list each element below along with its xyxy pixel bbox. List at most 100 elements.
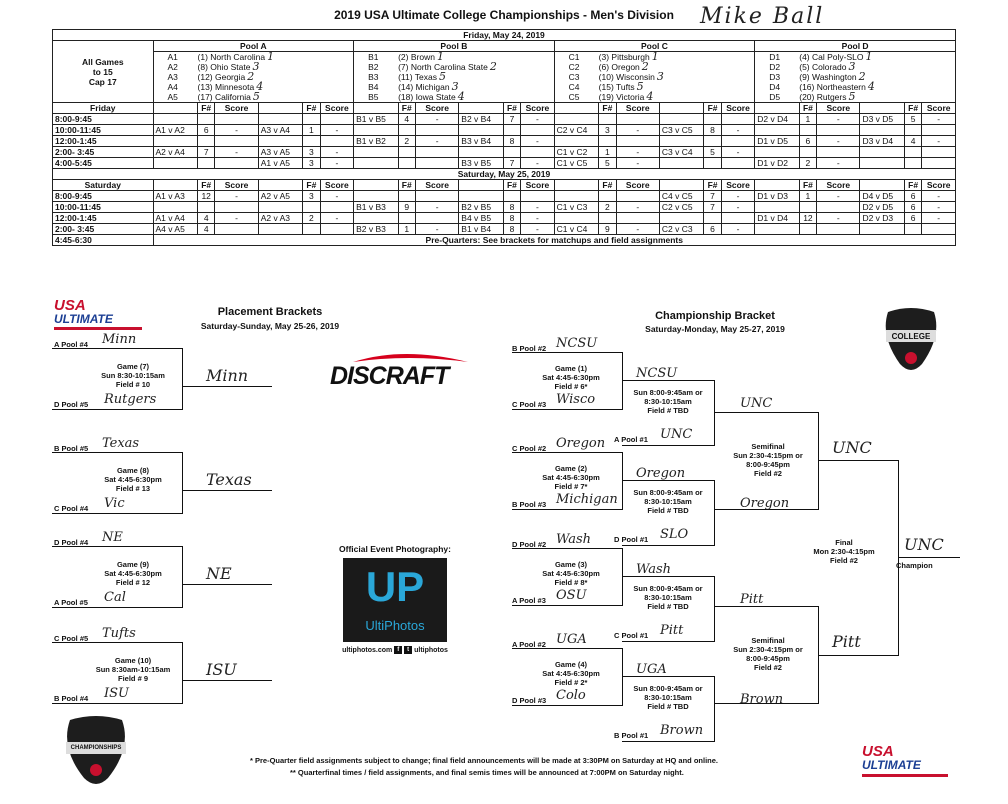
field-cell (502, 124, 522, 136)
pool-seed: D1 (769, 52, 781, 62)
score-header: Score (520, 179, 555, 191)
pool-seed: B4 (368, 82, 379, 92)
discraft-logo: DISCRAFT (328, 348, 478, 390)
prequarter-top-seed-label: D Pool #2 (512, 540, 547, 549)
matchup-cell: D1 v D4 (754, 212, 800, 224)
handwritten-name: Mike Ball (700, 4, 825, 29)
pool-place-handwritten: 5 (439, 70, 446, 83)
field-cell: 7 (502, 113, 522, 125)
field-header: F# (598, 179, 617, 191)
score-cell (816, 146, 861, 158)
score-cell: - (921, 113, 956, 125)
pool-team-name: (13) Minnesota (197, 82, 255, 92)
score-cell (720, 157, 756, 169)
score-cell (415, 190, 460, 202)
matchup-cell: C1 v C4 (553, 223, 600, 235)
ultiphotos-logo: UP UltiPhotos (343, 558, 447, 642)
game-info-line: Field # 6* (554, 382, 588, 391)
field-cell: 5 (703, 146, 722, 158)
score-cell: - (520, 223, 555, 235)
score-cell: - (415, 135, 460, 147)
game-info-line: Game (4) (554, 660, 588, 669)
score-header: Score (415, 179, 460, 191)
score-header: Score (615, 179, 660, 191)
pool-team-name: (9) Washington (799, 72, 857, 82)
score-header: Score (921, 179, 956, 191)
game-info-line: Sat 4:45-6:30pm (104, 569, 162, 578)
score-cell: - (415, 223, 460, 235)
placement-winner: Texas (206, 470, 252, 489)
field-cell: 1 (798, 113, 818, 125)
saturday-date-header: Saturday, May 25, 2019 (52, 168, 956, 180)
score-cell: - (214, 212, 259, 224)
matchup-cell: D3 v D4 (859, 135, 905, 147)
semifinal-winner: Pitt (832, 632, 861, 651)
score-cell: - (615, 223, 660, 235)
field-cell: 6 (903, 212, 923, 224)
matchup-cell: B3 v B4 (458, 135, 504, 147)
pool-place-handwritten: 2 (641, 60, 649, 73)
matchup-cell (754, 146, 800, 158)
semifinal-box (714, 412, 819, 510)
prequarter-box (512, 452, 623, 510)
blank-header (257, 179, 304, 191)
score-cell (214, 157, 259, 169)
game-info-line: Sun 2:30-4:15pm or (733, 451, 803, 460)
matchup-cell (458, 146, 504, 158)
pool-team-name: (3) Pittsburgh (598, 52, 650, 62)
quarterfinal-winner: Pitt (740, 592, 764, 607)
field-cell (397, 124, 417, 136)
all-games-line: Cap 17 (88, 76, 117, 87)
score-cell: - (615, 146, 660, 158)
pool-team-name: (18) Iowa State (398, 92, 456, 102)
ultiphotos-text: UltiPhotos (365, 618, 425, 633)
field-header: F# (302, 102, 321, 114)
field-cell: 4 (196, 223, 216, 235)
matchup-cell: A1 v A4 (152, 212, 198, 224)
usa-text: USA (862, 743, 894, 760)
matchup-cell (353, 190, 399, 202)
game-info-line: Field # TBD (647, 602, 689, 611)
game-info-line: Mon 2:30-4:15pm (813, 547, 875, 556)
field-cell: 3 (302, 190, 321, 202)
matchup-cell (859, 146, 905, 158)
matchup-cell: A3 v A5 (257, 146, 304, 158)
college-champs-logo-bottom: CHAMPIONSHIPS (58, 714, 134, 790)
game-info-line: Sat 4:45-6:30pm (542, 669, 600, 678)
placement-title: Placement Brackets (217, 306, 323, 318)
matchup-cell (658, 113, 705, 125)
score-cell (214, 135, 259, 147)
placement-bottom-seed-label: D Pool #5 (54, 400, 89, 409)
quarterfinal-seed-team: Pitt (660, 623, 684, 638)
pool-place-handwritten: 4 (867, 80, 875, 93)
matchup-cell: A2 v A4 (152, 146, 198, 158)
score-cell (415, 157, 460, 169)
game-info-line: Game (1) (554, 364, 588, 373)
prequarter-bottom-seed-label: C Pool #3 (512, 400, 547, 409)
game-info-line: Field # 10 (115, 380, 151, 389)
field-cell: 7 (196, 146, 216, 158)
matchup-cell (754, 124, 800, 136)
field-header: F# (903, 179, 923, 191)
score-cell: - (520, 135, 555, 147)
score-cell (415, 124, 460, 136)
prequarter-winner: Oregon (636, 466, 686, 481)
pool-place-handwritten: 5 (636, 80, 644, 93)
game-info-line: Field # 13 (115, 484, 151, 493)
blank-header (152, 102, 198, 114)
score-cell: - (921, 190, 956, 202)
field-cell (903, 157, 923, 169)
field-cell: 2 (397, 135, 417, 147)
blank-header (859, 102, 905, 114)
field-cell: 2 (302, 212, 321, 224)
prequarter-top-team: UGA (556, 632, 587, 647)
time-slot: 10:00-11:45 (52, 201, 154, 213)
field-cell: 4 (903, 135, 923, 147)
matchup-cell: C1 v C3 (553, 201, 600, 213)
